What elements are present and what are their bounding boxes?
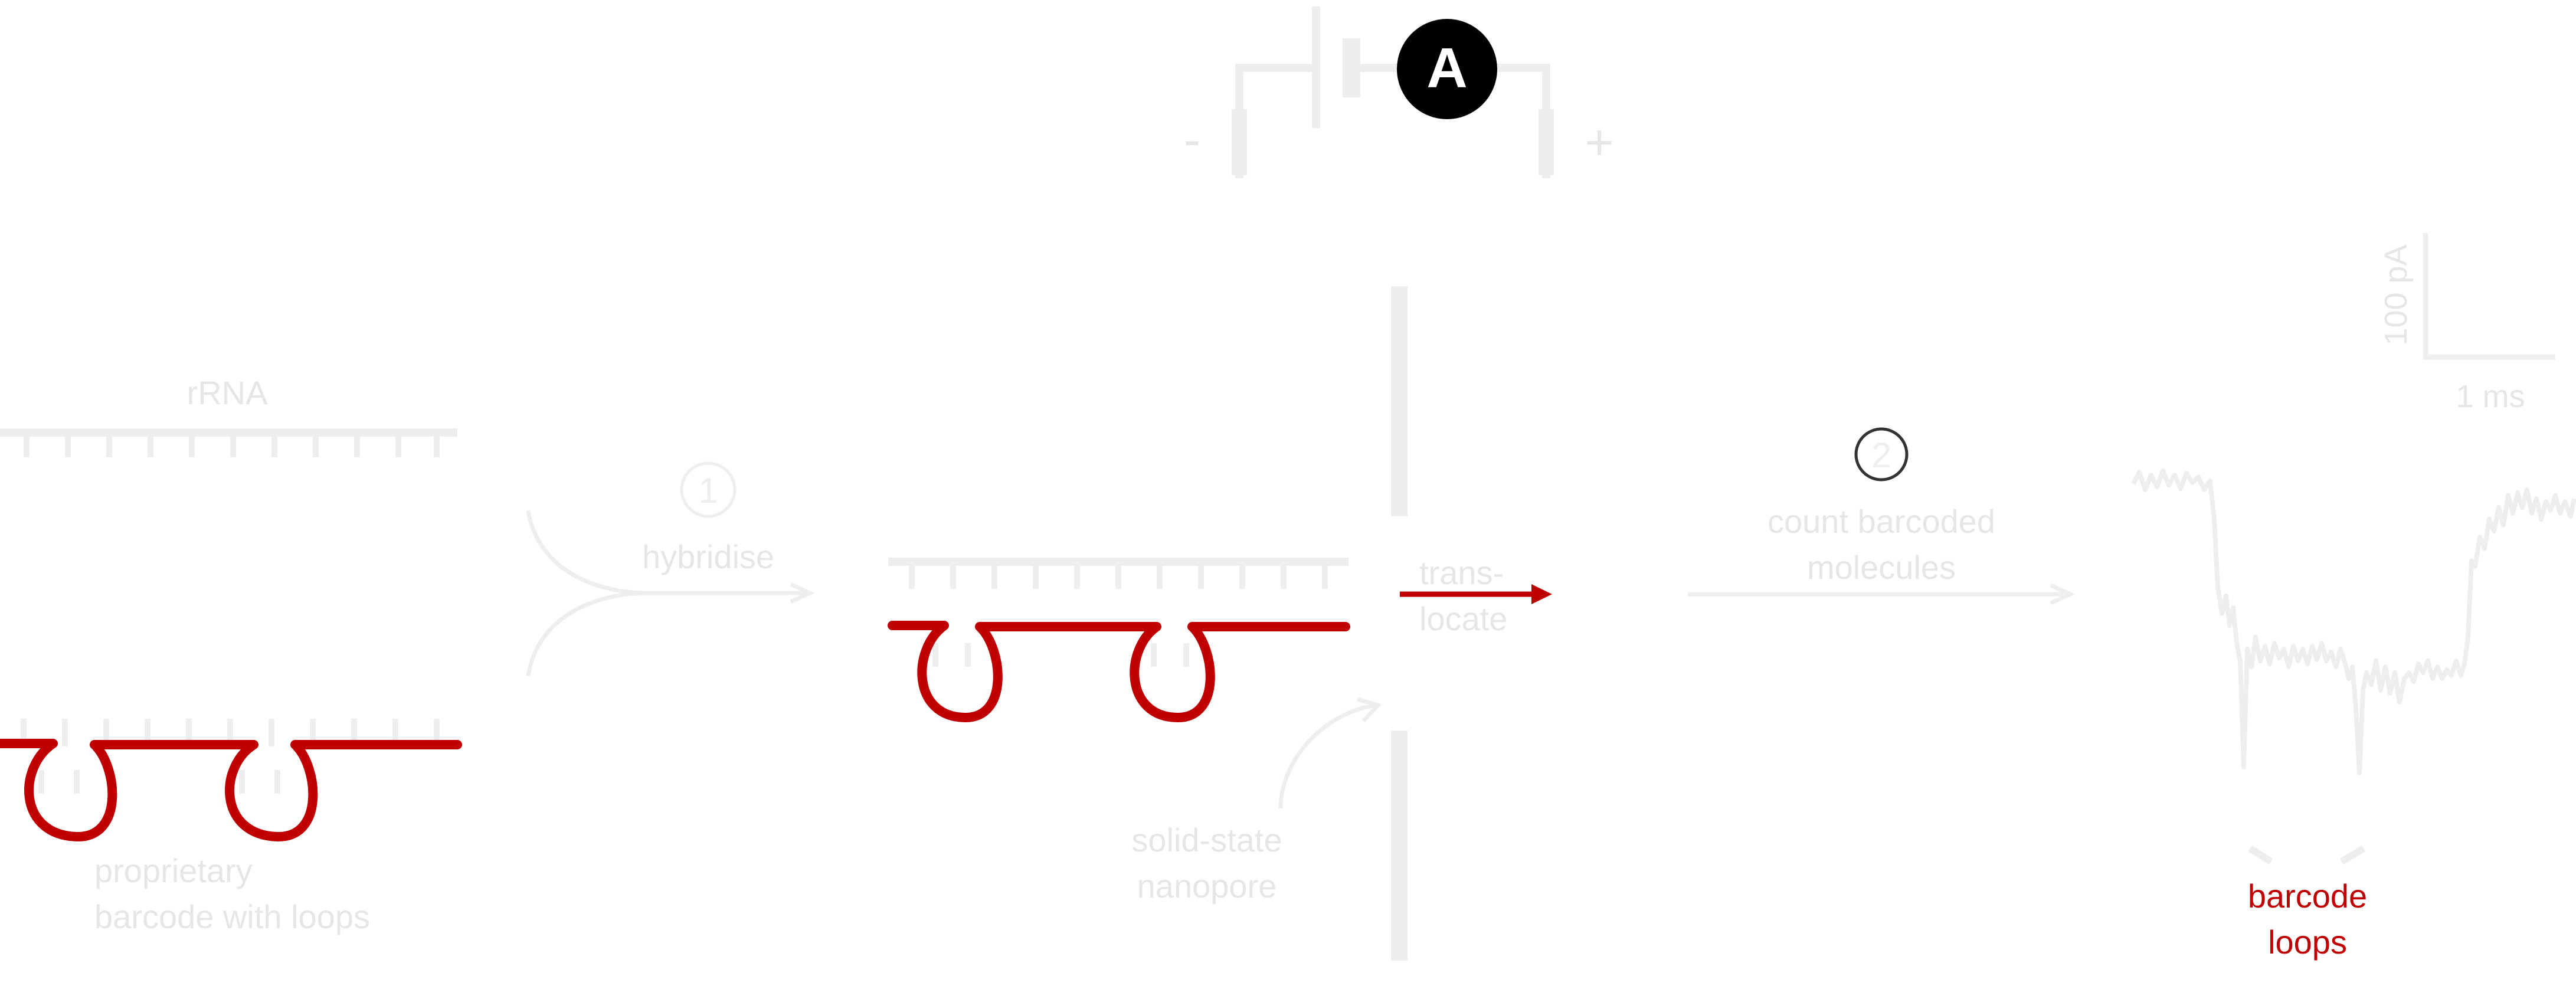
nanopore-pointer-arrow [1278, 697, 1382, 809]
panel-badge [1397, 19, 1497, 119]
step1-text: hybridise [642, 538, 774, 575]
negative-sign: - [1184, 112, 1200, 167]
step2-number: 2 [1871, 435, 1891, 475]
circuit [1235, 6, 1550, 178]
step1-circle [680, 461, 737, 518]
loops-label-line1: barcode [2248, 877, 2367, 915]
membrane-bottom [1391, 731, 1408, 961]
translocate-line1: trans- [1419, 554, 1504, 591]
translocate-arrow [1400, 584, 1552, 604]
barcode-label-line1: proprietary [94, 852, 253, 889]
nanopore-membrane [1391, 286, 1408, 961]
rrna-label: rRNA [187, 374, 269, 411]
step2-circle [1854, 427, 1909, 481]
barcode-strand-left [0, 739, 462, 842]
nanopore-label-line1: solid-state [1131, 821, 1282, 859]
scale-bar [2423, 233, 2555, 360]
count-arrow [1688, 583, 2076, 605]
rrna-strand [0, 428, 457, 457]
positive-electrode [1539, 109, 1554, 175]
loops-label-line2: loops [2268, 923, 2347, 961]
translocate-line2: locate [1419, 600, 1507, 637]
electrodes [1232, 109, 1554, 175]
step2-line2: molecules [1807, 549, 1956, 586]
hybridise-arrow [526, 510, 815, 676]
membrane-top [1391, 286, 1408, 516]
barcode-label-line2: barcode with loops [94, 898, 370, 935]
hybrid-rrna-strand [888, 558, 1348, 667]
current-trace [2131, 469, 2576, 775]
hybrid-barcode-strand [888, 621, 1350, 723]
loop-markers [2248, 845, 2366, 865]
panel-letter: A [1426, 37, 1467, 100]
nanopore-label-line2: nanopore [1137, 867, 1277, 905]
negative-electrode [1232, 109, 1247, 175]
positive-sign: + [1585, 114, 1613, 170]
step2-line1: count barcoded [1767, 503, 1995, 540]
step1-number: 1 [698, 471, 718, 510]
scale-current-label: 100 pA [2378, 244, 2414, 345]
scale-time-label: 1 ms [2456, 379, 2525, 414]
